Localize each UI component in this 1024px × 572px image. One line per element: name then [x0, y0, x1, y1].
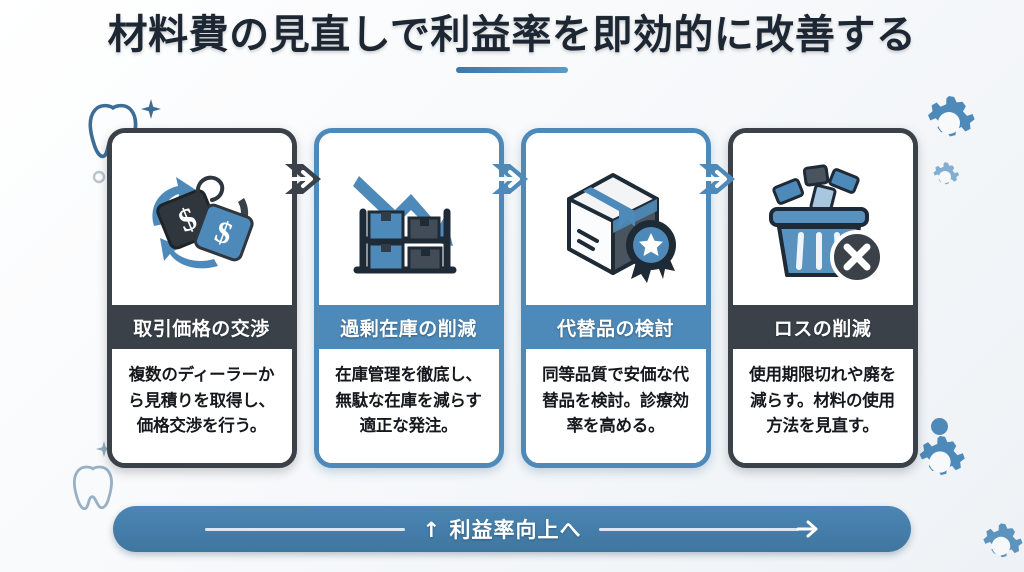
- process-steps-row: $ $ 取引価格の交渉 複数のディーラーから見積りを取得し、価格交渉を行う。: [0, 128, 1024, 470]
- trash-bin-waste-reduction-icon: [732, 133, 913, 305]
- step-card-4-body: 使用期限切れや廃を減らす。材料の使用方法を見直す。: [732, 349, 913, 463]
- step-card-3-heading: 代替品の検討: [525, 305, 706, 349]
- step-card-1[interactable]: $ $ 取引価格の交渉 複数のディーラーから見積りを取得し、価格交渉を行う。: [106, 128, 297, 468]
- arrow-step-3-to-4: [699, 164, 735, 194]
- page-title-block: 材料費の見直しで利益率を即効的に改善する: [0, 12, 1024, 73]
- page-title: 材料費の見直しで利益率を即効的に改善する: [107, 12, 917, 58]
- step-card-2[interactable]: 過剰在庫の削減 在庫管理を徹底し、無駄な在庫を減らす適正な発注。: [313, 128, 504, 468]
- step-card-1-body: 複数のディーラーから見積りを取得し、価格交渉を行う。: [111, 349, 292, 463]
- arrow-step-1-to-2: [285, 164, 321, 194]
- step-card-4[interactable]: ロスの削減 使用期限切れや廃を減らす。材料の使用方法を見直す。: [727, 128, 918, 468]
- sparkle-icon: [141, 99, 161, 119]
- profit-improvement-banner: ↑ 利益率向上へ: [113, 506, 911, 552]
- step-card-4-heading: ロスの削減: [732, 305, 913, 349]
- price-tags-negotiation-icon: $ $: [111, 133, 292, 305]
- gear-icon: [983, 523, 1023, 558]
- step-card-1-heading: 取引価格の交渉: [111, 305, 292, 349]
- shelf-inventory-decline-icon: [318, 133, 499, 305]
- title-underline-accent: [456, 67, 568, 73]
- banner-line-left: [204, 527, 405, 531]
- banner-label: ↑ 利益率向上へ: [422, 518, 582, 542]
- banner-line-right: [599, 527, 800, 531]
- box-quality-badge-icon: [525, 133, 706, 305]
- arrow-step-2-to-3: [492, 164, 528, 194]
- step-card-3[interactable]: 代替品の検討 同等品質で安価な代替品を検討。診療効率を高める。: [520, 128, 711, 468]
- step-card-3-body: 同等品質で安価な代替品を検討。診療効率を高める。: [525, 349, 706, 463]
- step-card-2-heading: 過剰在庫の削減: [318, 305, 499, 349]
- arrow-right-icon: [797, 520, 818, 538]
- step-card-2-body: 在庫管理を徹底し、無駄な在庫を減らす適正な発注。: [318, 349, 499, 463]
